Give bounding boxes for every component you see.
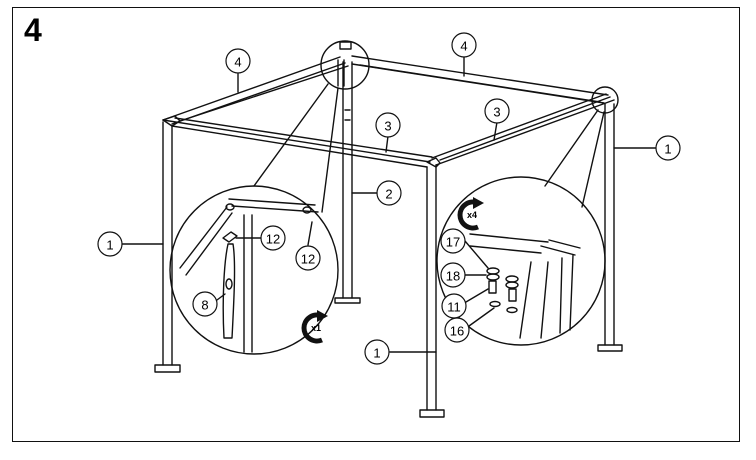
- callout-12-a: [260, 225, 286, 251]
- callout-4-right: [451, 32, 477, 58]
- detail-circle-top: [320, 40, 370, 90]
- beam-front-left: [162, 117, 433, 168]
- callout-label-3-right: 3: [493, 105, 500, 120]
- beam-back-right: [351, 55, 609, 104]
- callout-3-left: [375, 112, 401, 138]
- callout-label-1-bottom: 1: [373, 346, 380, 361]
- callout-8: [192, 291, 218, 317]
- rotation-count-left: x1: [311, 323, 321, 333]
- callout-label-12-b: 12: [301, 252, 315, 267]
- post-front-left: [154, 121, 181, 373]
- callout-label-3-left: 3: [384, 119, 391, 134]
- callout-12-b: [295, 245, 321, 271]
- rotation-count-right: x4: [467, 210, 477, 220]
- post-back-right: [597, 103, 623, 352]
- detail-circle-right-small: [591, 86, 619, 114]
- post-back-left: [334, 61, 361, 304]
- beam-back-left: [162, 56, 349, 125]
- step-number: 4: [24, 12, 42, 48]
- callout-label-17: 17: [446, 235, 460, 250]
- callout-4-left: [225, 48, 251, 74]
- callout-label-1-right: 1: [664, 142, 671, 157]
- callout-16: [444, 317, 470, 343]
- callout-2: [376, 180, 402, 206]
- callout-1-right: [655, 135, 681, 161]
- callout-label-12-a: 12: [266, 232, 280, 247]
- callout-1-left: [97, 231, 123, 257]
- callout-label-16: 16: [450, 324, 464, 339]
- callout-3-right: [484, 98, 510, 124]
- rotate-arrow-icon-right: x4: [457, 197, 484, 231]
- callout-label-4-right: 4: [460, 39, 467, 54]
- callout-label-4-left: 4: [234, 55, 241, 70]
- callout-1-bottom: [364, 339, 390, 365]
- callout-18: [440, 262, 466, 288]
- detail-circle-right: [436, 176, 606, 346]
- figure-frame: [12, 7, 740, 442]
- post-front-middle: [419, 164, 445, 418]
- callout-17: [440, 228, 466, 254]
- callout-label-8: 8: [201, 298, 208, 313]
- rotate-arrow-icon-left: x1: [301, 310, 328, 344]
- callout-label-18: 18: [446, 269, 460, 284]
- beam-front-right: [431, 93, 615, 166]
- callout-label-1-left: 1: [106, 238, 113, 253]
- callout-label-11: 11: [447, 300, 461, 315]
- callout-label-2: 2: [385, 187, 392, 202]
